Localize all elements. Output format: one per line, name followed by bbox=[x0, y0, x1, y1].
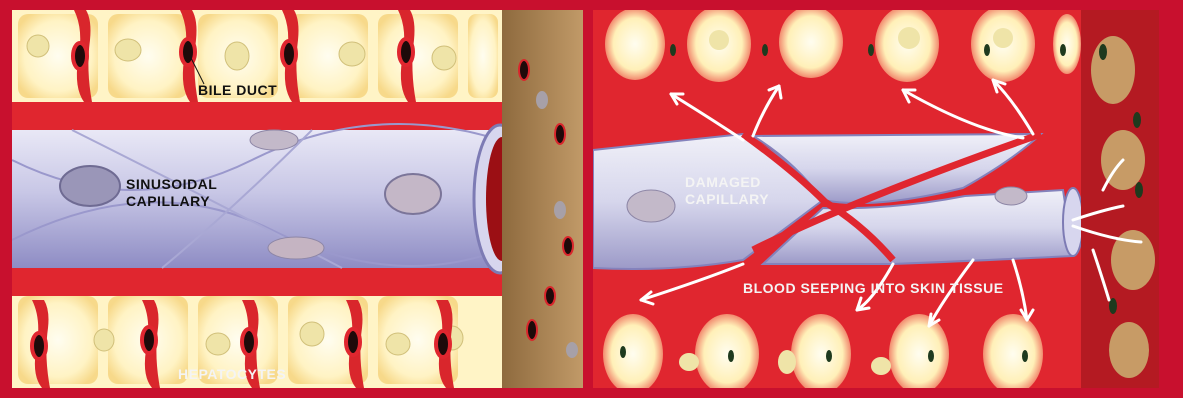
healthy-sinusoid-illustration bbox=[12, 10, 583, 388]
damaged-capillary-illustration bbox=[593, 10, 1159, 388]
healthy-sinusoid-panel: BILE DUCT SINUSOIDAL CAPILLARY HEPATOCYT… bbox=[12, 10, 583, 388]
damaged-capillary-panel: DAMAGED CAPILLARY BLOOD SEEPING INTO SKI… bbox=[593, 10, 1159, 388]
surrounding-tissue bbox=[502, 10, 583, 388]
surrounding-tissue bbox=[1081, 10, 1159, 388]
sinusoidal-capillary-tube bbox=[12, 124, 526, 273]
damaged-capillary-tube bbox=[593, 134, 1083, 269]
